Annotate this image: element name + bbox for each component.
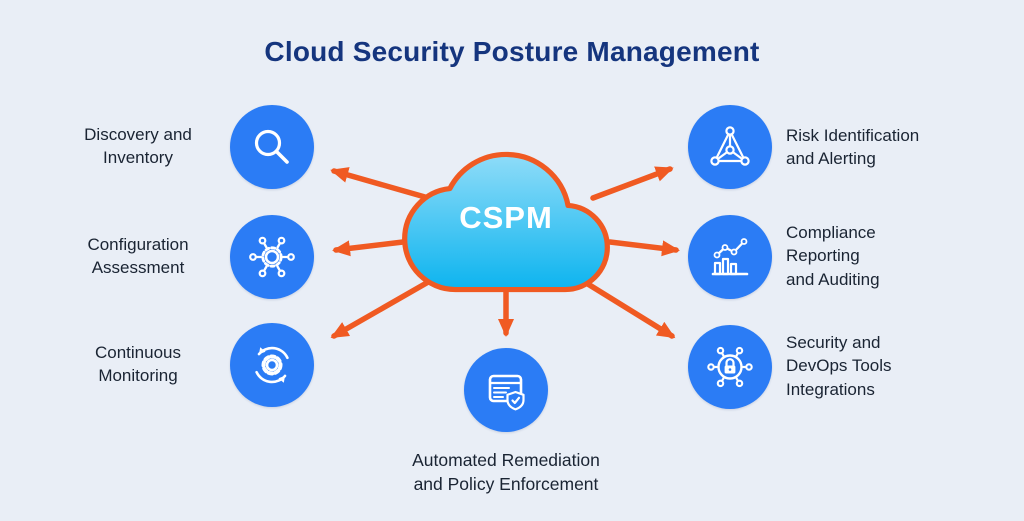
cloud-icon (402, 151, 610, 293)
arrow-to-compliance (607, 239, 680, 257)
remediation-label: Automated Remediation and Policy Enforce… (412, 450, 600, 495)
bar-chart-icon (711, 238, 749, 276)
monitoring-label: Continuous Monitoring (94, 343, 181, 386)
integrations-label: Security and DevOps Tools Integrations (786, 333, 892, 399)
arrow-to-monitoring (330, 278, 433, 339)
cspm-cloud: CSPM (396, 146, 616, 302)
risk-circle (688, 105, 772, 189)
monitoring-circle (230, 323, 314, 407)
arrow-to-configuration (332, 239, 406, 257)
arrow-to-risk (590, 166, 674, 201)
discovery-circle (230, 105, 314, 189)
gear-sync-icon (255, 346, 289, 384)
alert-network-icon (710, 126, 750, 166)
network-hub-icon (249, 236, 295, 278)
lock-network-icon (707, 346, 753, 388)
remediation-circle (464, 348, 548, 432)
arrow-to-discovery (330, 167, 428, 200)
page-title: Cloud Security Posture Management (264, 36, 760, 67)
risk-label: Risk Identification and Alerting (786, 126, 920, 169)
arrow-to-integrations (580, 278, 676, 339)
document-shield-icon (488, 374, 525, 411)
discovery-label: Discovery and Inventory (84, 125, 192, 168)
cspm-label: CSPM (459, 200, 553, 235)
configuration-label: Configuration Assessment (87, 235, 189, 278)
compliance-label: Compliance Reporting and Auditing (786, 223, 880, 289)
integrations-circle (688, 325, 772, 409)
compliance-circle (688, 215, 772, 299)
configuration-circle (230, 215, 314, 299)
magnifier-icon (254, 129, 289, 164)
